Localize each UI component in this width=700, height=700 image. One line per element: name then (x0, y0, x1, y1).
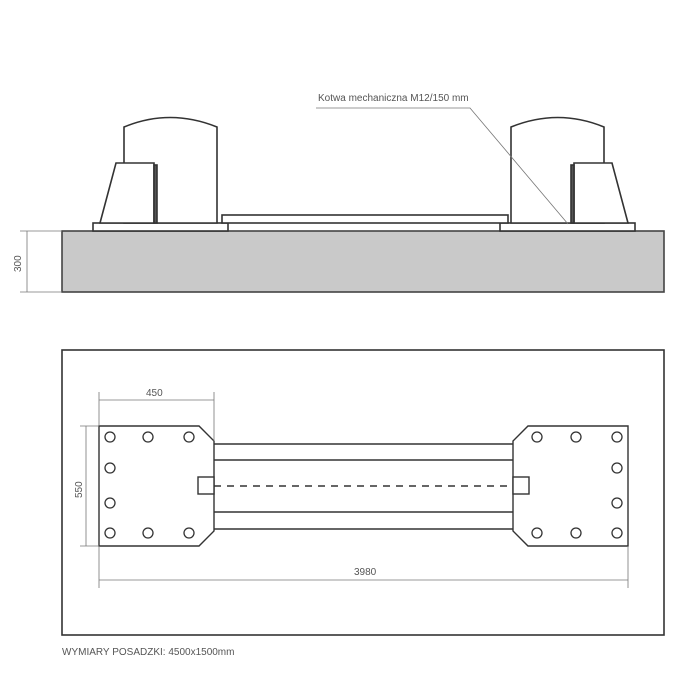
overall-length-dimension: 3980 (98, 546, 629, 588)
right-post (499, 116, 636, 232)
anchor-holes (104, 431, 623, 539)
plate-depth-label: 550 (74, 481, 85, 498)
overall-length-label: 3980 (354, 567, 377, 578)
anchor-label: Kotwa mechaniczna M12/150 mm (318, 93, 469, 104)
plate-width-label: 450 (146, 388, 163, 399)
drive-over-plate (221, 214, 509, 224)
floor-dimensions-note: WYMIARY POSADZKI: 4500x1500mm (62, 647, 234, 658)
plate-width-dimension: 450 (98, 388, 215, 441)
slab-height-dimension: 300 (13, 230, 62, 293)
left-base-plate (98, 425, 215, 547)
anchor-callout: Kotwa mechaniczna M12/150 mm (316, 93, 569, 225)
side-view (61, 116, 665, 293)
concrete-slab (61, 230, 665, 293)
right-base-plate (512, 425, 629, 547)
slab-height-label: 300 (13, 255, 24, 272)
left-post (92, 116, 229, 232)
plate-depth-dimension: 550 (74, 425, 99, 547)
